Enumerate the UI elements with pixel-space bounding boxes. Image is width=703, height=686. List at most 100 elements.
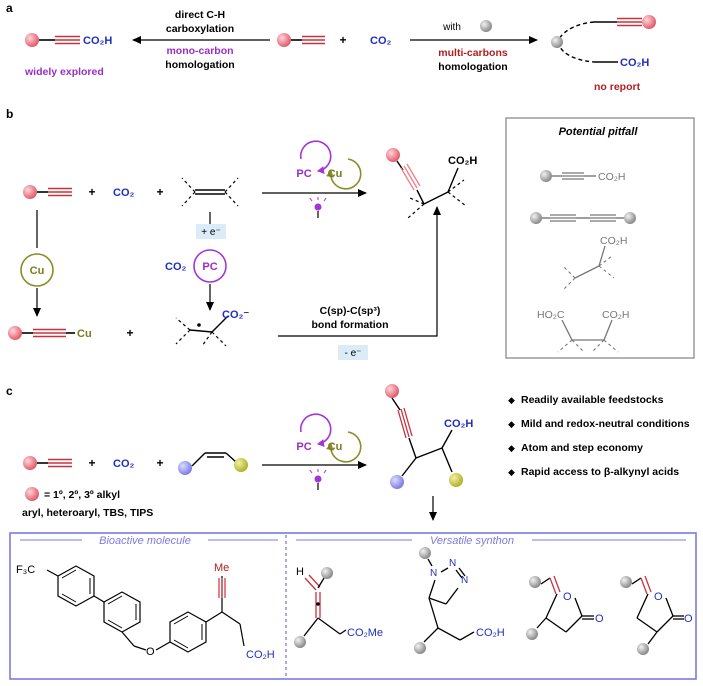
svg-text:N: N — [461, 575, 468, 586]
panel-c: c + CO₂ + = 1º, 2º, 3º alkyl aryl, heter… — [6, 384, 697, 680]
plus-sign: + — [156, 185, 163, 199]
minus-electron-box — [338, 345, 368, 360]
co2-label: CO₂ — [113, 458, 135, 470]
bond-formation-arrow — [278, 206, 441, 337]
pc-cycle-icon: PC — [296, 140, 332, 180]
yellow-ball-icon — [234, 458, 248, 472]
pink-ball-icon — [25, 33, 39, 47]
panel-b: b + CO₂ + PC Cu — [6, 107, 695, 360]
gray-ball-icon — [419, 547, 431, 559]
cu-cycle-icon: Cu — [325, 431, 362, 463]
svg-text:Cu: Cu — [328, 168, 343, 180]
versatile-synthon-title: Versatile synthon — [430, 535, 514, 547]
bullet-diamond-icon: ◆ — [508, 467, 515, 477]
plus-sign: + — [126, 326, 133, 340]
svg-text:CO₂H: CO₂H — [600, 235, 627, 247]
pc-cycle-icon: PC — [193, 249, 227, 283]
svg-text:N: N — [449, 558, 456, 569]
direct-ch-label: direct C-H — [175, 9, 225, 21]
r-definition-line-1: = 1º, 2º, 3º alkyl — [44, 489, 120, 501]
blue-ball-icon — [390, 475, 404, 489]
co2h-label: CO₂H — [448, 155, 477, 167]
panel-a: a CO₂H widely explored direct C-H carbox… — [6, 1, 656, 93]
beta-alkynyl-acid-product: CO₂H — [385, 384, 473, 489]
ester-label: CO₂Me — [347, 627, 383, 639]
no-report-caption: no report — [594, 81, 641, 93]
pink-ball-icon — [23, 185, 37, 199]
pink-ball-icon — [386, 148, 400, 162]
co2h-label: CO₂H — [83, 35, 112, 47]
gray-ball-icon — [540, 170, 552, 182]
co2-label: CO₂ — [370, 35, 392, 47]
plus-sign: + — [88, 185, 95, 199]
gray-ball-icon — [530, 212, 542, 224]
svg-text:O: O — [563, 591, 572, 603]
pink-ball-icon — [642, 15, 656, 29]
gray-ball-icon — [551, 36, 563, 48]
plus-sign: + — [156, 456, 163, 470]
svg-text:O: O — [595, 613, 604, 625]
feature-item: Readily available feedstocks — [521, 394, 664, 406]
co2h-label: CO₂H — [246, 649, 275, 661]
alkene — [181, 177, 239, 207]
gray-ball-icon — [620, 576, 632, 588]
bioactive-molecule-title: Bioactive molecule — [99, 535, 191, 547]
f3c-label: F₃C — [16, 564, 35, 576]
feature-item: Atom and step economy — [521, 442, 643, 454]
cu-cycle-icon: Cu — [20, 253, 54, 287]
svg-text:CO₂H: CO₂H — [602, 309, 629, 321]
lactone-synthon-1: O O — [526, 575, 604, 640]
bond-formation-line-2: bond formation — [312, 319, 389, 331]
mono-carbon-label: mono-carbon — [166, 45, 233, 57]
lamp-icon — [309, 469, 327, 490]
carboxylation-label: carboxylation — [166, 23, 234, 35]
bullet-diamond-icon: ◆ — [508, 443, 515, 453]
feature-item: Mild and redox-neutral conditions — [521, 418, 690, 430]
plus-electron-label: + e⁻ — [201, 227, 220, 238]
co2-label: CO₂ — [165, 261, 187, 273]
svg-text:PC: PC — [296, 441, 311, 453]
svg-text:N: N — [430, 568, 437, 579]
copper-acetylide: Cu — [8, 326, 92, 340]
gray-ball-icon — [526, 628, 538, 640]
minus-electron-label: - e⁻ — [345, 348, 362, 359]
gray-ball-icon — [321, 567, 333, 579]
pink-ball-icon — [8, 326, 22, 340]
carboxylic-alkyne-product: CO₂H — [25, 33, 112, 47]
svg-text:CO₂H: CO₂H — [598, 171, 625, 183]
co2-minus-label: CO₂⁻ — [222, 309, 249, 321]
pc-cycle-icon: PC — [296, 413, 332, 453]
lactone-synthon-2: O O — [620, 575, 693, 655]
widely-explored-caption: widely explored — [24, 66, 104, 78]
cu-cycle-icon: Cu — [325, 158, 362, 190]
feature-list: ◆ Readily available feedstocks ◆ Mild an… — [508, 394, 690, 478]
bullet-diamond-icon: ◆ — [508, 395, 515, 405]
homologation-left-label: homologation — [165, 59, 234, 71]
gray-ball-icon — [529, 576, 541, 588]
pink-ball-icon — [385, 384, 399, 398]
disubstituted-alkene — [178, 452, 248, 475]
multi-carbons-label: multi-carbons — [438, 47, 508, 59]
co2h-label: CO₂H — [620, 57, 649, 69]
pink-ball-icon — [25, 487, 39, 501]
pitfall-title: Potential pitfall — [559, 126, 639, 138]
yellow-ball-icon — [449, 473, 463, 487]
gray-ball-icon — [294, 636, 306, 648]
panel-c-label: c — [6, 384, 13, 398]
lamp-icon — [309, 197, 327, 218]
homologation-right-label: homologation — [438, 61, 507, 73]
svg-text:O: O — [654, 591, 663, 603]
no-report-product: CO₂H — [551, 15, 656, 69]
svg-text:Cu: Cu — [328, 441, 343, 453]
applications-box — [9, 532, 697, 680]
svg-text:Cu: Cu — [30, 265, 45, 277]
svg-text:H: H — [296, 566, 304, 578]
plus-sign: + — [339, 33, 346, 47]
plus-electron-box — [196, 224, 226, 239]
svg-text:HO₂C: HO₂C — [537, 309, 565, 321]
triazole-synthon: N N N CO₂H — [414, 547, 505, 654]
terminal-alkyne — [277, 33, 325, 47]
gray-ball-icon — [480, 20, 492, 32]
pink-ball-icon — [277, 33, 291, 47]
svg-text:O: O — [684, 613, 693, 625]
